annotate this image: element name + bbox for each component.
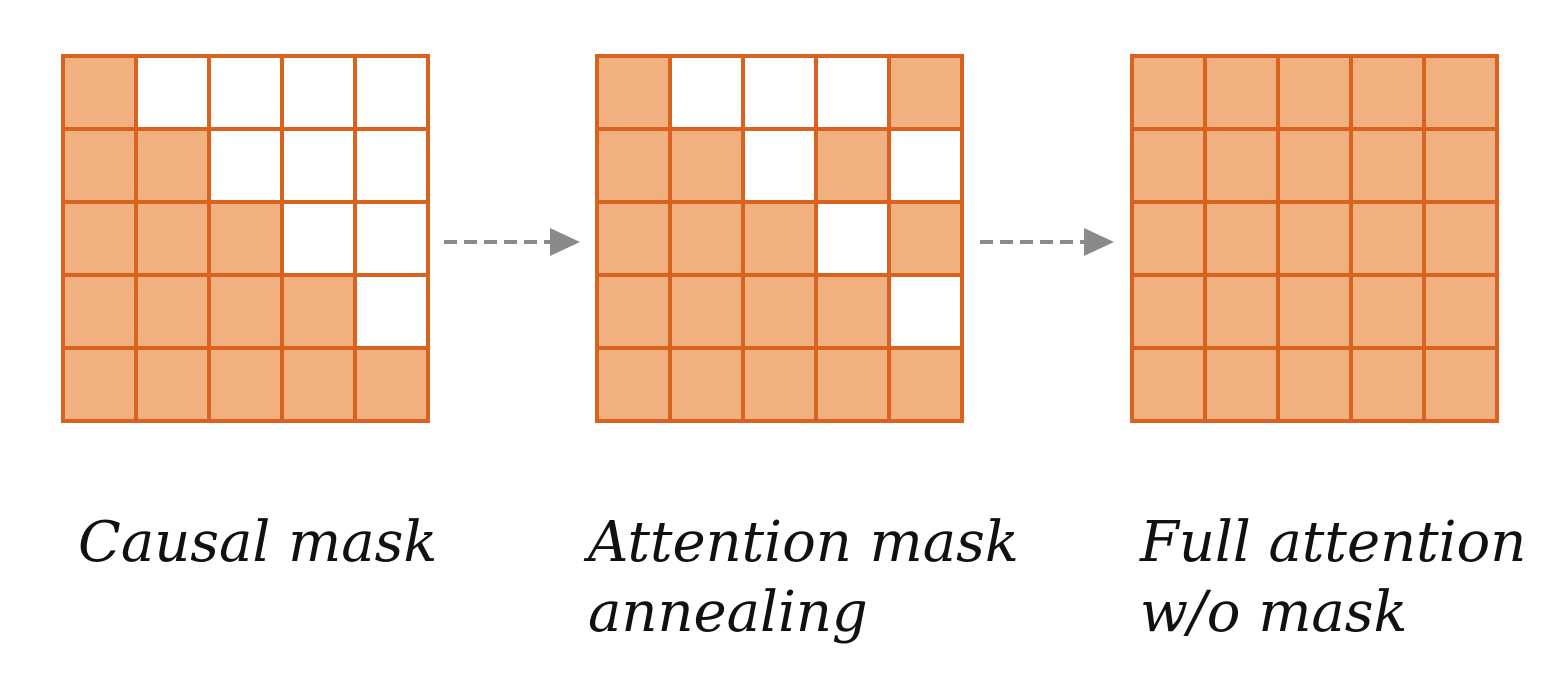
mask-cell-filled [1276,127,1353,204]
mask-cell-filled [741,346,818,423]
mask-cell-empty [280,127,357,204]
mask-cell-empty [814,200,891,277]
mask-cell-filled [1422,127,1499,204]
caption-line: annealing [588,580,868,645]
full-attention-grid [1130,54,1499,423]
mask-cell-empty [887,127,964,204]
mask-cell-filled [1349,54,1426,131]
mask-cell-empty [207,127,284,204]
mask-cell-filled [1276,200,1353,277]
mask-cell-filled [134,127,211,204]
mask-cell-filled [595,346,672,423]
mask-cell-filled [61,54,138,131]
mask-cell-empty [280,200,357,277]
mask-cell-empty [814,54,891,131]
mask-cell-filled [207,273,284,350]
mask-cell-filled [1203,127,1280,204]
mask-cell-filled [1130,54,1207,131]
mask-cell-filled [1130,346,1207,423]
mask-cell-empty [887,273,964,350]
mask-cell-filled [887,346,964,423]
mask-cell-filled [61,346,138,423]
mask-cell-filled [887,200,964,277]
mask-cell-filled [1203,200,1280,277]
grid-border [61,54,430,423]
mask-cell-filled [134,346,211,423]
mask-cell-filled [668,127,745,204]
mask-cell-filled [668,273,745,350]
mask-cell-filled [1203,346,1280,423]
dashed-arrow-1 [444,228,580,256]
caption-line: Causal mask [78,510,438,575]
mask-cell-filled [134,200,211,277]
mask-cell-empty [207,54,284,131]
mask-cell-filled [1276,54,1353,131]
mask-cell-empty [280,54,357,131]
mask-cell-filled [207,346,284,423]
caption-line: Attention mask [588,510,1019,575]
mask-cell-filled [280,346,357,423]
caption-full-attention: Full attention w/o mask [1140,508,1526,648]
mask-cell-empty [741,127,818,204]
caption-causal-mask: Causal mask [78,508,437,578]
mask-cell-filled [61,200,138,277]
mask-cell-empty [668,54,745,131]
mask-cell-filled [1349,346,1426,423]
mask-cell-empty [134,54,211,131]
mask-cell-filled [814,127,891,204]
attention-mask-annealing-grid [595,54,964,423]
grid-border [595,54,964,423]
mask-cell-filled [1276,346,1353,423]
mask-cell-filled [1349,200,1426,277]
mask-cell-filled [741,273,818,350]
mask-cell-empty [353,127,430,204]
mask-cell-filled [1349,127,1426,204]
mask-cell-filled [61,127,138,204]
mask-cell-filled [1130,127,1207,204]
mask-cell-filled [61,273,138,350]
grid-border [1130,54,1499,423]
mask-cell-filled [595,273,672,350]
mask-cell-filled [668,200,745,277]
mask-cell-filled [887,54,964,131]
arrow-head [550,228,580,256]
mask-cell-filled [741,200,818,277]
arrow-head [1084,228,1114,256]
mask-cell-filled [280,273,357,350]
mask-cell-filled [1422,273,1499,350]
mask-cell-filled [1422,346,1499,423]
mask-cell-empty [741,54,818,131]
mask-cell-filled [1130,200,1207,277]
mask-cell-filled [1422,54,1499,131]
dashed-arrow-2 [980,228,1114,256]
mask-cell-empty [353,54,430,131]
mask-cell-filled [814,273,891,350]
mask-cell-filled [595,54,672,131]
caption-line: Full attention [1140,510,1527,575]
mask-cell-filled [1276,273,1353,350]
mask-cell-empty [353,273,430,350]
mask-cell-filled [1349,273,1426,350]
mask-cell-empty [353,200,430,277]
mask-cell-filled [1203,273,1280,350]
mask-cell-filled [353,346,430,423]
mask-cell-filled [814,346,891,423]
mask-cell-filled [207,200,284,277]
causal-mask-grid [61,54,430,423]
mask-cell-filled [1422,200,1499,277]
mask-cell-filled [595,127,672,204]
mask-cell-filled [1130,273,1207,350]
mask-cell-filled [595,200,672,277]
mask-cell-filled [1203,54,1280,131]
caption-line: w/o mask [1140,580,1408,645]
mask-cell-filled [668,346,745,423]
caption-attention-mask-annealing: Attention mask annealing [588,508,1019,648]
mask-cell-filled [134,273,211,350]
